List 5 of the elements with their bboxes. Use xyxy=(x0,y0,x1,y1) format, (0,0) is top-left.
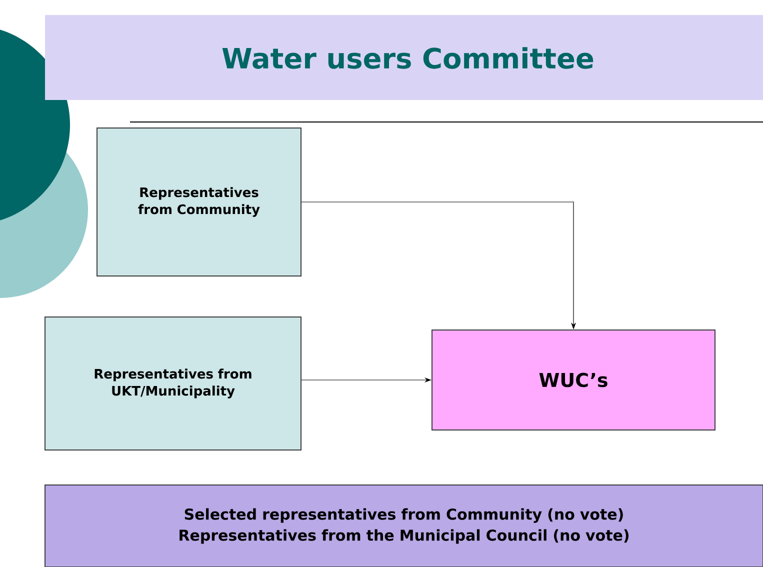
committee-box: WUC’s xyxy=(432,329,716,430)
note-box: Selected representatives from Community (no vote) Representatives from the Municipal Council (no vote) xyxy=(44,484,763,567)
group-box: Representatives from Community xyxy=(96,128,302,276)
group-box: Representatives from UKT/Municipality xyxy=(44,316,302,450)
title: Water users Committee xyxy=(222,47,594,69)
